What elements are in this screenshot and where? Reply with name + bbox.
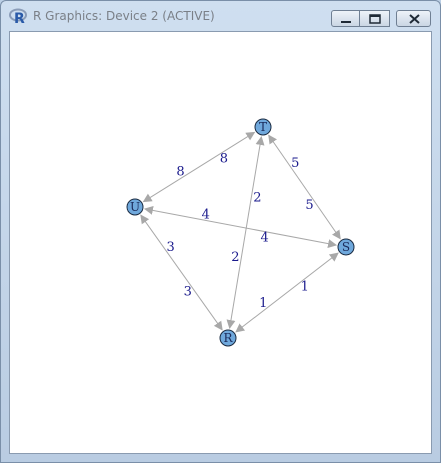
node-T [254,118,272,136]
edge-label-T-U: 8 [176,165,184,180]
node-S [337,238,355,256]
edge-label-T-U: 8 [220,151,228,166]
node-label-S: S [342,240,350,254]
node-label-R: R [223,331,233,345]
edge-label-U-R: 3 [184,285,192,300]
edge-R-S [235,252,339,333]
edge-T-S [268,134,341,240]
close-button[interactable] [396,10,431,27]
network-graph: 8 8 5 5 4 4 2 2 3 3 1 1 T U S R [126,118,355,347]
svg-text:R: R [14,11,25,25]
edge-label-T-S: 5 [291,156,299,171]
edge-label-T-R: 2 [253,191,261,206]
edge-label-T-S: 5 [305,198,313,213]
node-R [219,329,237,347]
r-logo-icon: R [9,8,27,25]
edge-label-T-R: 2 [231,250,239,265]
node-label-U: U [130,200,140,214]
node-U [126,198,144,216]
edge-label-R-S: 1 [301,279,309,294]
edge-label-U-S: 4 [261,231,269,246]
minimize-button[interactable] [331,10,360,27]
edge-label-U-S: 4 [202,207,210,222]
edge-T-U [142,131,256,203]
node-label-T: T [259,120,267,134]
title-bar[interactable]: R R Graphics: Device 2 (ACTIVE) [1,1,440,31]
edge-label-R-S: 1 [259,296,267,311]
edge-U-R [140,214,223,331]
edge-T-R [226,135,265,330]
close-icon [409,14,420,24]
maximize-button[interactable] [360,10,390,27]
maximize-icon [369,14,381,24]
window-title: R Graphics: Device 2 (ACTIVE) [33,9,215,23]
plot-area: 8 8 5 5 4 4 2 2 3 3 1 1 T U S R [9,31,432,454]
edge-label-U-R: 3 [166,240,174,255]
minimize-icon [341,21,351,23]
